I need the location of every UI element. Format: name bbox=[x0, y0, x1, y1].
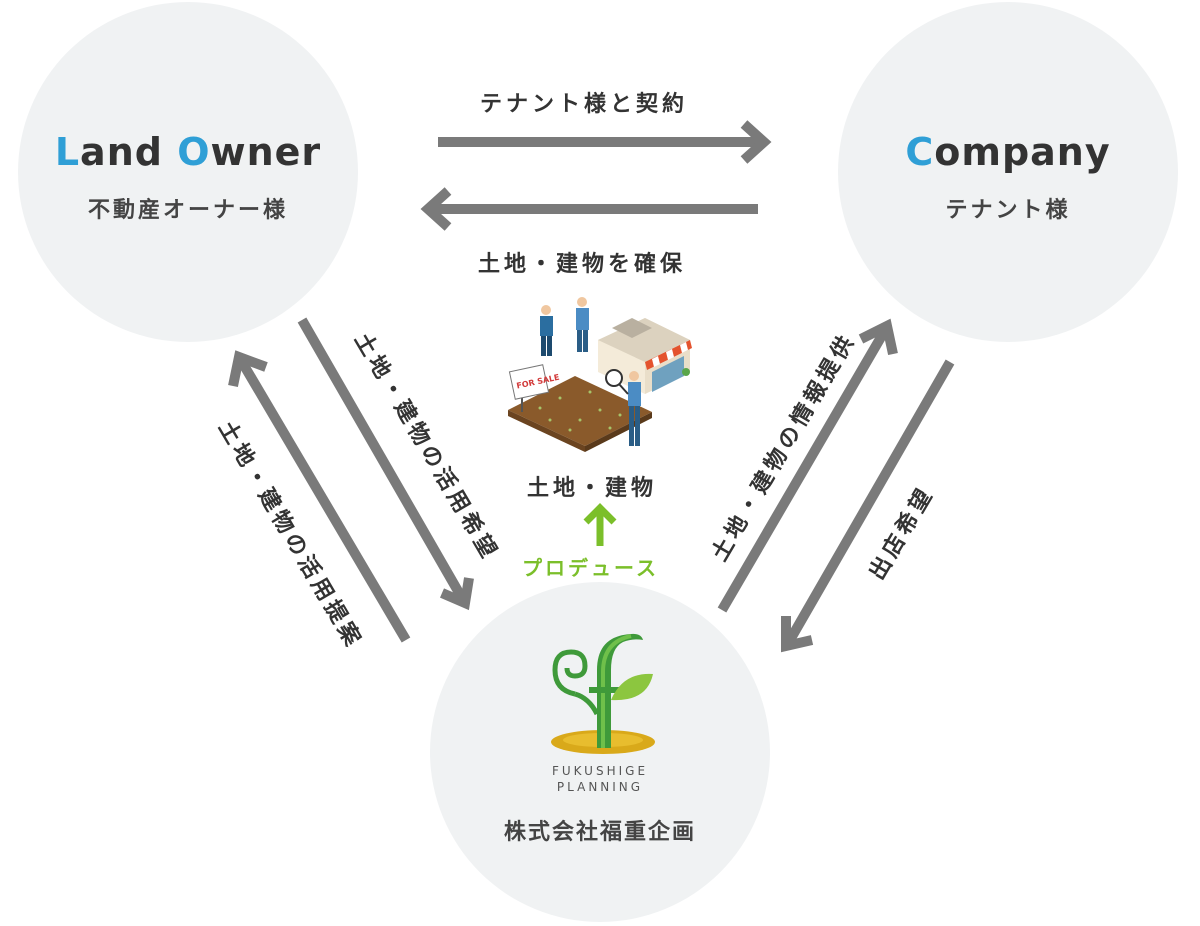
fukushige-name: 株式会社福重企画 bbox=[503, 820, 696, 845]
land-owner-subtitle: 不動産オーナー様 bbox=[87, 198, 288, 223]
arrow-right-inner bbox=[717, 329, 889, 613]
label-secure-land-building: 土地・建物を確保 bbox=[478, 252, 687, 277]
fukushige-circle: FUKUSHIGE PLANNING 株式会社福重企画 bbox=[430, 582, 770, 922]
arrow-right-inner-head bbox=[858, 318, 898, 356]
arrow-produce-head bbox=[583, 503, 617, 525]
arrow-left-outer-head bbox=[228, 350, 268, 388]
fukushige-logo-icon bbox=[551, 633, 655, 754]
company-subtitle: テナント様 bbox=[945, 198, 1071, 223]
fukushige-logo-line1: FUKUSHIGE bbox=[551, 764, 649, 778]
land-owner-title: Land Owner bbox=[54, 130, 322, 174]
company-title: Company bbox=[905, 130, 1111, 174]
arrow-right-outer bbox=[785, 359, 955, 643]
arrow-right-outer-head bbox=[781, 616, 814, 653]
label-contract-with-tenant: テナント様と契約 bbox=[480, 92, 689, 117]
company-circle: Company テナント様 bbox=[838, 2, 1178, 342]
label-produce: プロデュース bbox=[522, 556, 659, 580]
land-building-illustration: FOR SALE bbox=[508, 297, 692, 452]
fukushige-logo-line2: PLANNING bbox=[556, 780, 644, 794]
land-owner-circle: Land Owner 不動産オーナー様 bbox=[18, 2, 358, 342]
arrow-left-outer bbox=[237, 359, 411, 643]
label-land-building: 土地・建物 bbox=[527, 476, 658, 501]
arrow-left-inner bbox=[297, 317, 467, 601]
arrow-left-inner-head bbox=[440, 577, 474, 611]
arrow-secure-head bbox=[420, 187, 452, 231]
arrow-contract-head bbox=[740, 120, 772, 164]
